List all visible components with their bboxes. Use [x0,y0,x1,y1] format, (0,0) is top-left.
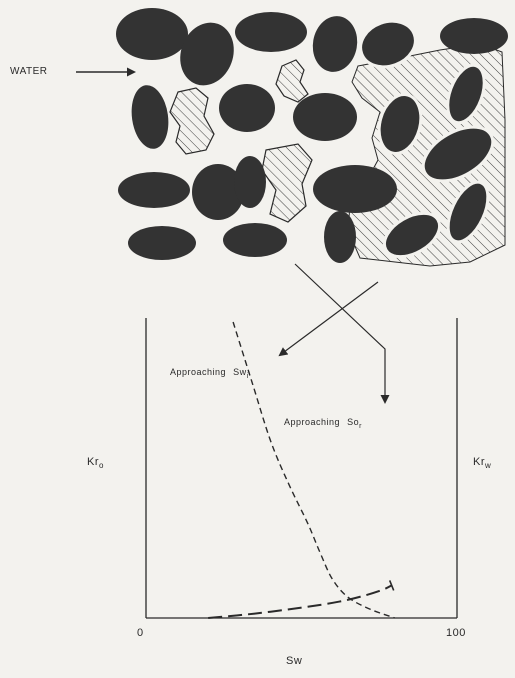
x-axis-label: Sw [286,655,302,667]
chart-frame [146,318,457,618]
kro-curve [233,322,395,618]
grain [308,13,361,76]
krw-subscript: w [485,461,491,470]
sor-main: So [347,417,359,427]
oil-blob-1 [170,88,214,154]
krw-curve [208,585,392,618]
grain [235,12,307,52]
krw-main: Kr [473,456,485,468]
grain [116,8,188,60]
grain [118,172,190,208]
grain [128,83,173,151]
grain [293,93,357,141]
swi-main: Sw [233,367,247,377]
grain [219,84,275,132]
grain [440,18,508,54]
grain [128,226,196,260]
krw-axis-label: Krw [473,456,491,470]
kro-subscript: o [99,461,104,470]
x-min-tick: 0 [137,627,144,639]
sand-grains [116,8,508,266]
grain [324,211,356,263]
swi-symbol: Swi [233,367,249,377]
callout-arrow-swi [280,282,378,355]
approaching-sor-label: Approaching Sor [284,417,362,430]
x-max-tick: 100 [446,627,466,639]
callout-arrow-sor [295,264,385,402]
kro-main: Kr [87,456,99,468]
approaching-swi-label: Approaching Swi [170,367,249,380]
grain [223,223,287,257]
water-label: WATER [10,66,48,77]
swi-subscript: i [247,373,249,380]
approaching-sor-text: Approaching [284,417,340,427]
grain [313,165,397,213]
sor-symbol: Sor [347,417,362,427]
oil-blob-3 [262,144,312,222]
sor-subscript: r [359,423,362,430]
grain [234,156,266,208]
oil-blob-2 [276,60,308,102]
kro-axis-label: Kro [87,456,104,470]
approaching-swi-text: Approaching [170,367,226,377]
